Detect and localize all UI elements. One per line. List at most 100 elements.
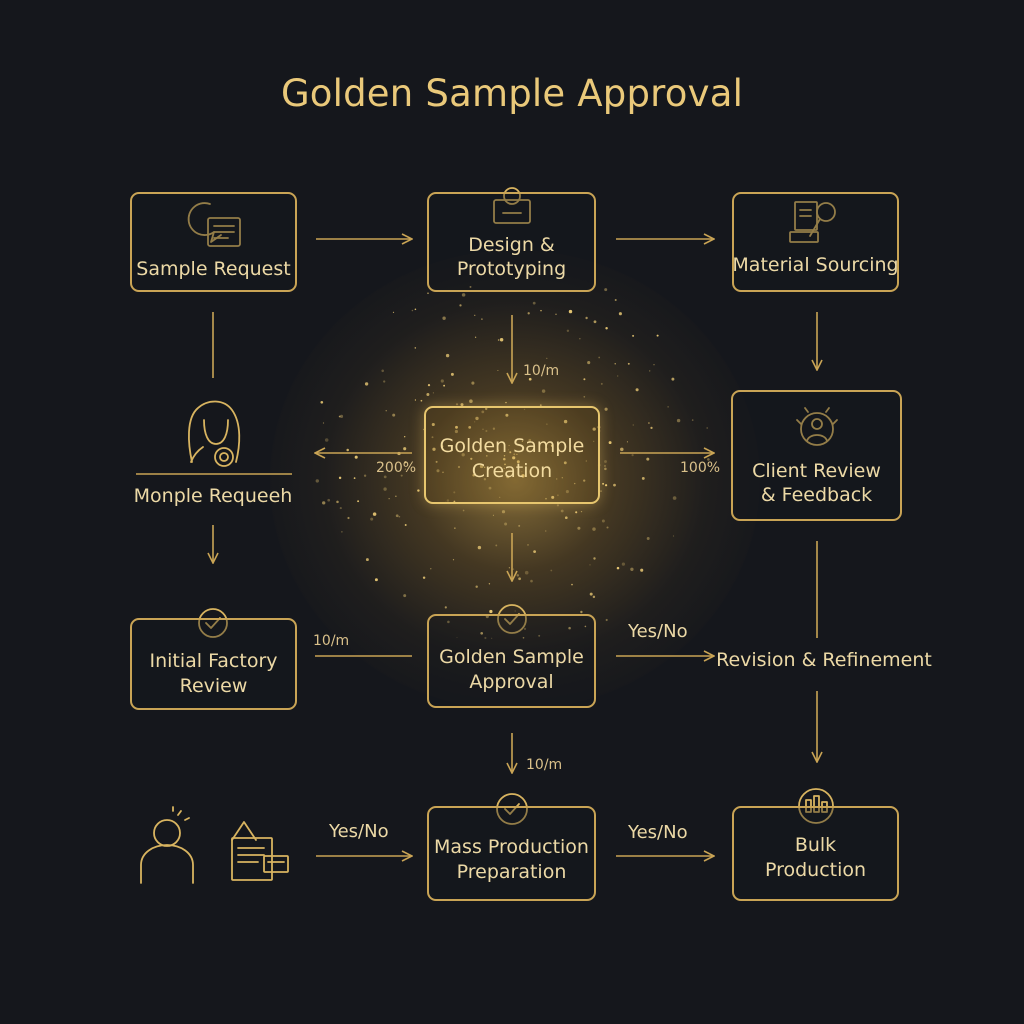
sparkle bbox=[363, 474, 367, 477]
sparkle bbox=[338, 476, 342, 480]
sparkle bbox=[530, 579, 533, 583]
node-mass-label-1: Mass Production bbox=[434, 836, 589, 858]
sparkle bbox=[492, 274, 494, 276]
edge-label-icons-mass: Yes/No bbox=[329, 821, 389, 842]
chat-document-icon bbox=[187, 202, 241, 247]
sparkle bbox=[492, 514, 494, 516]
sparkle bbox=[427, 292, 429, 294]
sparkle bbox=[426, 393, 430, 396]
sparkle bbox=[593, 320, 597, 324]
sparkle bbox=[403, 447, 407, 451]
sparkle bbox=[411, 309, 414, 312]
sparkle bbox=[528, 377, 532, 381]
sparkle bbox=[506, 475, 510, 479]
sparkle bbox=[440, 379, 444, 383]
sparkle bbox=[457, 465, 461, 469]
sparkle bbox=[354, 455, 358, 459]
sparkle bbox=[447, 620, 450, 624]
sparkle bbox=[608, 441, 612, 445]
sparkle bbox=[508, 567, 511, 569]
sparkle bbox=[620, 447, 624, 452]
sparkle bbox=[414, 347, 417, 349]
sparkle bbox=[523, 408, 526, 411]
sparkle bbox=[630, 567, 634, 571]
sparkle bbox=[577, 526, 581, 530]
sparkle bbox=[453, 500, 456, 503]
sparkle bbox=[556, 478, 558, 480]
sparkle bbox=[656, 334, 659, 337]
sparkle bbox=[503, 467, 505, 469]
sparkle bbox=[472, 474, 475, 477]
edge-label-approval-revision: Yes/No bbox=[628, 621, 688, 642]
sparkle bbox=[545, 497, 547, 500]
sparkle bbox=[398, 515, 401, 518]
sparkle bbox=[618, 312, 622, 316]
node-golden-sample-creation bbox=[424, 406, 600, 504]
sparkle bbox=[484, 407, 488, 411]
sparkle bbox=[497, 369, 499, 372]
sparkle bbox=[545, 530, 547, 532]
node-center-label-2: Creation bbox=[471, 460, 553, 482]
sparkle bbox=[374, 578, 378, 582]
sparkle bbox=[365, 558, 369, 562]
sparkle bbox=[564, 516, 568, 520]
sparkle bbox=[650, 426, 653, 430]
sparkle bbox=[556, 504, 559, 507]
sparkle bbox=[461, 453, 465, 457]
sparkle bbox=[540, 309, 542, 312]
sparkle bbox=[676, 418, 681, 423]
sparkle bbox=[598, 356, 601, 359]
node-initial-label-1: Initial Factory bbox=[149, 650, 278, 672]
sparkle bbox=[504, 522, 508, 526]
node-client-review bbox=[731, 390, 902, 521]
sparkle bbox=[539, 404, 542, 407]
sparkle bbox=[514, 440, 517, 443]
sparkle bbox=[604, 465, 606, 467]
sparkle bbox=[587, 361, 591, 365]
sparkle bbox=[460, 403, 464, 407]
sparkle bbox=[627, 362, 630, 365]
sparkle bbox=[383, 487, 387, 491]
sparkle bbox=[452, 559, 455, 561]
sparkle bbox=[556, 494, 559, 497]
node-bulk-production bbox=[732, 806, 899, 901]
sparkle bbox=[327, 498, 331, 502]
sparkle bbox=[649, 370, 651, 372]
sparkle bbox=[414, 399, 417, 401]
sparkle bbox=[505, 413, 509, 417]
sparkle bbox=[497, 449, 500, 452]
sparkle bbox=[566, 329, 570, 332]
sparkle bbox=[560, 509, 564, 513]
sparkle bbox=[474, 336, 477, 338]
sparkle bbox=[469, 285, 472, 288]
sparkle bbox=[601, 519, 605, 523]
sparkle bbox=[602, 482, 605, 485]
check-icon bbox=[497, 604, 527, 634]
sparkle bbox=[503, 457, 506, 461]
edge-label-design-down: 10/m bbox=[523, 363, 560, 379]
sparkle bbox=[477, 545, 482, 550]
sparkle bbox=[563, 419, 568, 424]
sparkle bbox=[538, 634, 541, 637]
sparkle bbox=[491, 637, 493, 639]
sparkle bbox=[474, 421, 476, 423]
sparkle bbox=[604, 288, 608, 292]
sparkle bbox=[454, 429, 458, 434]
sparkle bbox=[404, 468, 406, 470]
sparkle bbox=[706, 427, 709, 429]
sparkle bbox=[485, 429, 488, 433]
sparkle bbox=[372, 512, 377, 516]
sparkle bbox=[431, 436, 434, 439]
sparkle bbox=[495, 544, 498, 547]
sparkle bbox=[593, 440, 595, 443]
sparkle bbox=[632, 334, 635, 337]
sparkle bbox=[583, 395, 586, 398]
sparkle bbox=[565, 490, 569, 494]
sparkle bbox=[575, 511, 578, 514]
sparkle bbox=[604, 460, 607, 463]
sparkle bbox=[532, 301, 536, 305]
edge-label-initial-link: 10/m bbox=[313, 633, 350, 649]
sparkle bbox=[484, 636, 487, 640]
sparkle bbox=[501, 510, 506, 514]
